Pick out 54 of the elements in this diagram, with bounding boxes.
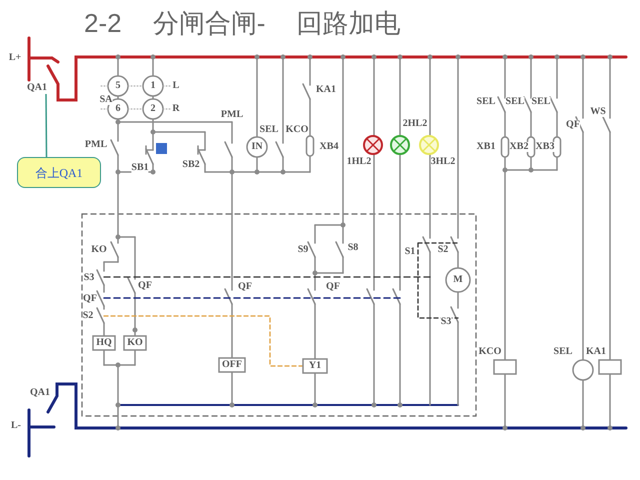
component-label: HQ	[96, 338, 112, 348]
terminal-number: L	[172, 81, 180, 91]
component-label: S8	[348, 243, 358, 253]
component-label: SEL	[506, 97, 524, 107]
terminal-number: 1	[150, 81, 156, 91]
component-label: S3	[440, 317, 452, 327]
component-label: QF	[83, 294, 97, 304]
terminal-number: R	[172, 104, 180, 114]
component-label: L-	[11, 421, 21, 431]
component-label: L+	[8, 53, 22, 63]
component-label: QF	[138, 281, 152, 291]
component-label: 1HL2	[346, 157, 372, 167]
component-label: S1	[404, 247, 416, 257]
component-label: KO	[91, 245, 107, 255]
component-label: 6	[116, 104, 120, 114]
component-label: SA	[100, 95, 112, 105]
component-label: S2	[438, 245, 448, 255]
component-label: M	[453, 275, 463, 285]
terminal-number: 2	[150, 104, 156, 114]
component-label: 5	[116, 81, 120, 91]
component-label: QA1	[30, 388, 50, 398]
component-label: XB2	[510, 142, 528, 152]
component-label: XB3	[536, 142, 554, 152]
component-label: 3HL2	[430, 157, 456, 167]
component-label: QF	[238, 282, 252, 292]
component-label: SEL	[260, 125, 278, 135]
component-label: OFF	[222, 360, 242, 370]
component-label: WS	[590, 107, 606, 117]
component-label: QA1	[22, 82, 52, 94]
callout-box: 合上QA1	[17, 157, 101, 188]
component-label: KCO	[478, 347, 502, 357]
component-label: S2	[82, 311, 94, 321]
component-label: Y1	[308, 361, 322, 371]
component-label: KO	[127, 338, 143, 348]
component-label: S3	[84, 273, 94, 283]
component-label: KA1	[586, 347, 606, 357]
component-label: IN	[251, 142, 263, 152]
component-label: QF	[326, 282, 340, 292]
component-label: SB1	[131, 163, 149, 173]
leader-line	[45, 94, 48, 157]
component-label: SEL	[554, 347, 572, 357]
component-label: PML	[84, 140, 108, 150]
component-label: KCO	[286, 125, 308, 135]
component-label: S9	[298, 245, 308, 255]
component-label: KA1	[316, 85, 336, 95]
component-label: PML	[220, 110, 244, 120]
component-label: XB1	[476, 142, 496, 152]
component-label: 2HL2	[402, 119, 428, 129]
component-label: SB2	[182, 160, 200, 170]
component-label: SEL	[532, 97, 550, 107]
diagram-title: 2-2 分闸合闸- 回路加电	[84, 7, 401, 40]
component-label: XB4	[320, 142, 338, 152]
component-label: SEL	[476, 97, 496, 107]
component-label: QF	[566, 120, 580, 130]
